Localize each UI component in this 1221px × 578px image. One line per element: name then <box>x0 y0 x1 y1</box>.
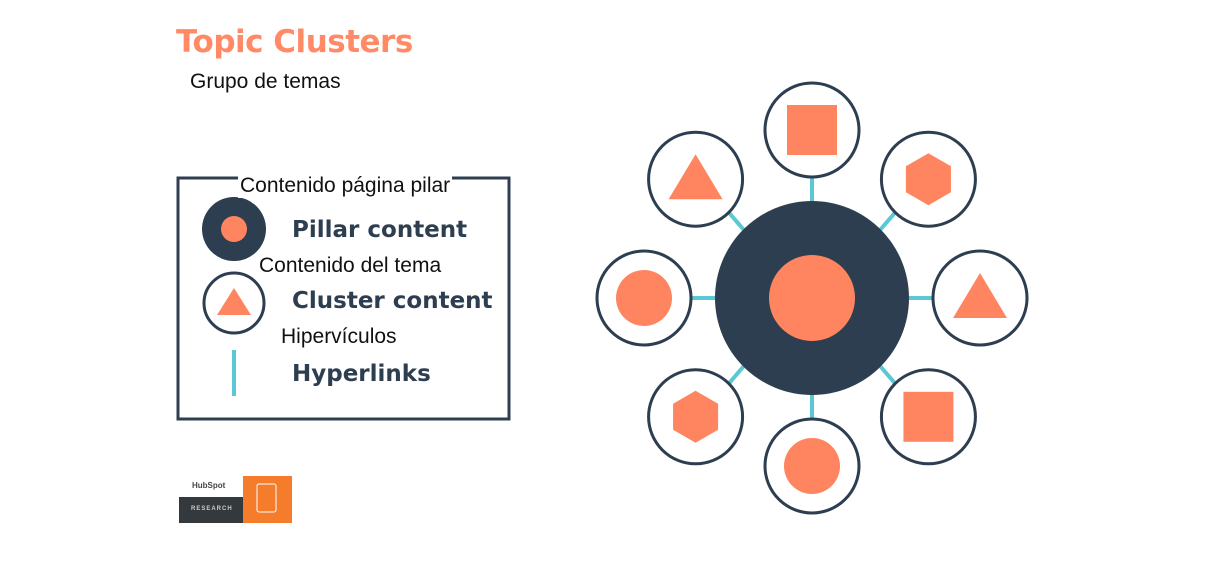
square-icon <box>903 391 954 442</box>
square-icon <box>787 105 837 155</box>
page-subtitle: Grupo de temas <box>190 70 341 93</box>
cluster-node <box>763 81 861 179</box>
page-title: Topic Clusters <box>176 24 413 60</box>
triangle-icon <box>953 273 1007 318</box>
cluster-node <box>647 130 745 228</box>
cluster-label-es: Contenido del tema <box>257 254 444 278</box>
circle-icon <box>616 270 672 326</box>
hyperlink-line <box>727 365 745 385</box>
hyperlinks-label-en: Hyperlinks <box>292 361 431 387</box>
hexagon-icon <box>905 153 951 206</box>
circle-icon <box>784 438 840 494</box>
cluster-node <box>647 368 745 466</box>
hub-and-spoke <box>595 81 1029 515</box>
hexagon-icon <box>673 390 719 443</box>
cluster-node <box>763 417 861 515</box>
cluster-node <box>879 368 977 466</box>
pillar-label-es: Contenido página pilar <box>238 174 453 198</box>
cluster-node <box>879 130 977 228</box>
triangle-icon <box>668 154 723 200</box>
hyperlink-line <box>879 365 897 385</box>
cluster-node <box>595 249 693 347</box>
cluster-node <box>931 249 1029 347</box>
logo-brand: HubSpot <box>192 481 226 490</box>
hyperlink-line <box>879 211 897 231</box>
hyperlinks-label-es: Hipervículos <box>279 325 399 349</box>
cluster-label-en: Cluster content <box>292 288 493 314</box>
logo-label: RESEARCH <box>191 506 233 512</box>
hyperlink-line <box>727 211 745 231</box>
pillar-label-en: Pillar content <box>292 217 468 243</box>
hubspot-research-logo <box>179 476 292 523</box>
pillar-node <box>715 201 909 395</box>
